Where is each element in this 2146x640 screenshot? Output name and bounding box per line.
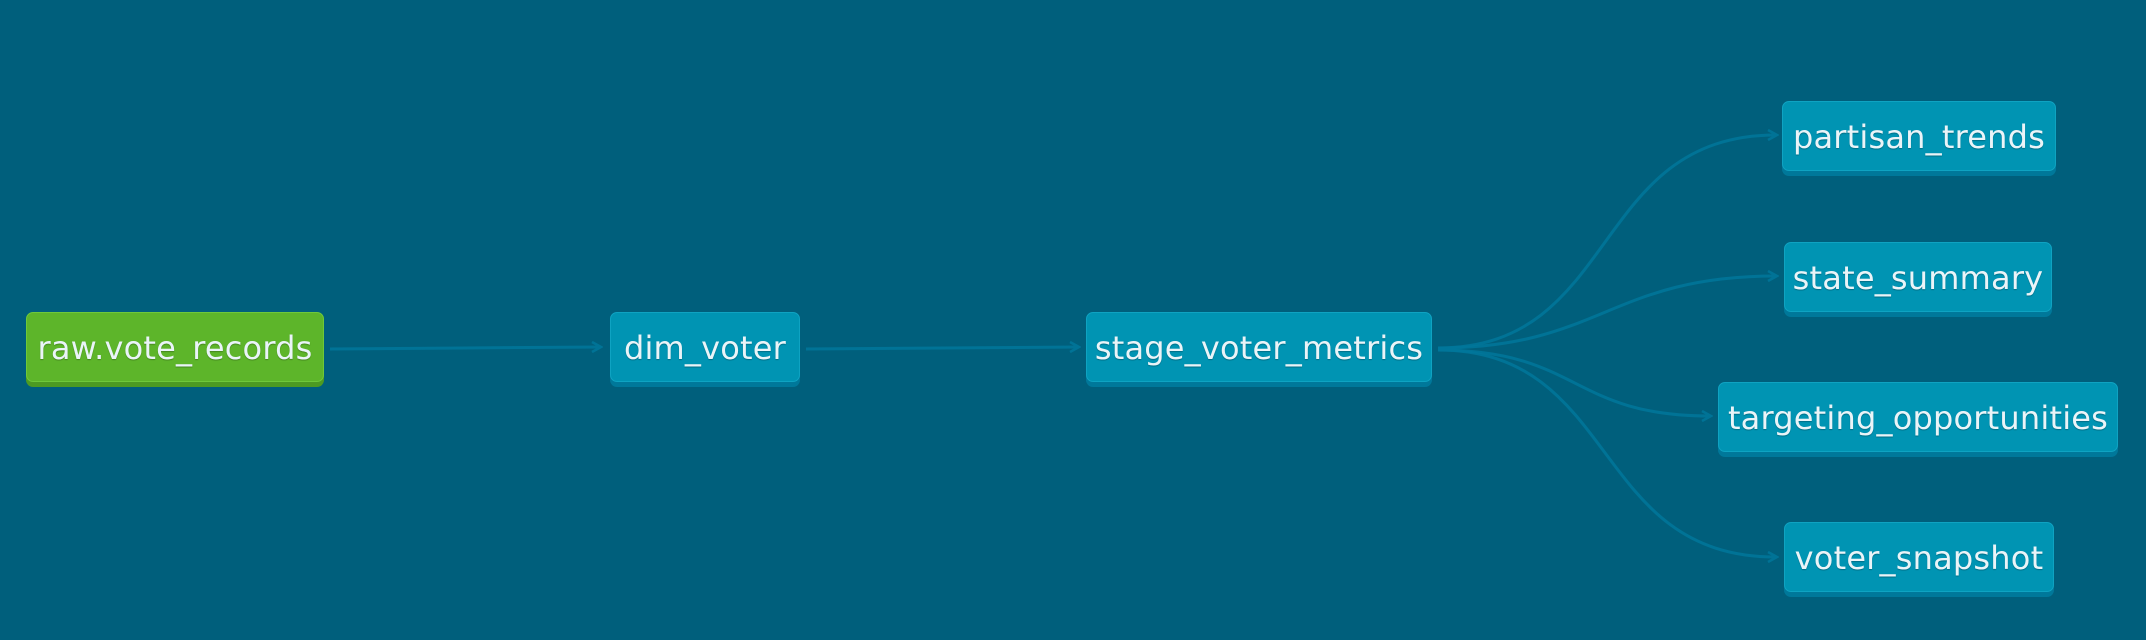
edge-stage-voter-metrics-to-targeting-opportunities	[1437, 348, 1710, 416]
node-stage-voter-metrics[interactable]: stage_voter_metrics	[1086, 312, 1432, 382]
edge-stage-voter-metrics-to-voter-snapshot	[1437, 348, 1776, 557]
node-label: raw.vote_records	[37, 329, 313, 367]
node-label: state_summary	[1792, 259, 2044, 297]
edge-stage-voter-metrics-to-partisan-trends	[1437, 135, 1776, 350]
node-voter-snapshot[interactable]: voter_snapshot	[1784, 522, 2054, 592]
edge-dim-voter-to-stage-voter-metrics	[805, 347, 1078, 349]
node-targeting-opportunities[interactable]: targeting_opportunities	[1718, 382, 2118, 452]
edge-stage-voter-metrics-to-state-summary	[1437, 276, 1776, 350]
edge-raw-vote-records-to-dim-voter	[329, 347, 600, 349]
node-dim-voter[interactable]: dim_voter	[610, 312, 800, 382]
node-label: partisan_trends	[1792, 118, 2046, 156]
node-label: dim_voter	[623, 329, 787, 367]
node-raw-vote-records[interactable]: raw.vote_records	[26, 312, 324, 382]
node-label: voter_snapshot	[1794, 539, 2044, 577]
node-partisan-trends[interactable]: partisan_trends	[1782, 101, 2056, 171]
node-label: targeting_opportunities	[1727, 399, 2109, 437]
node-state-summary[interactable]: state_summary	[1784, 242, 2052, 312]
node-label: stage_voter_metrics	[1094, 329, 1424, 367]
